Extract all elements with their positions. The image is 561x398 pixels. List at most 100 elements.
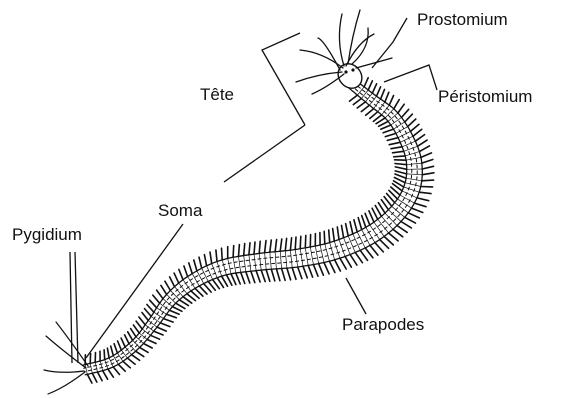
parapodium [394, 156, 406, 157]
label-parapodes: Parapodes [342, 316, 424, 333]
segment-ring [348, 236, 355, 253]
parapodium [145, 309, 152, 317]
parapodium [401, 222, 411, 228]
parapodium [251, 271, 255, 282]
parapodium [246, 272, 250, 283]
parapodium [179, 269, 183, 279]
parapodium [114, 344, 117, 353]
parapodium [381, 125, 391, 129]
parapodium [280, 239, 282, 251]
segment-ring [374, 99, 381, 109]
parapodium [365, 213, 370, 225]
polychaete-worm-illustration [44, 10, 434, 394]
parapodium [411, 124, 420, 131]
label-pygidium: Pygidium [12, 226, 82, 243]
segment-ring [300, 249, 303, 267]
parapodium [276, 269, 280, 281]
parapodium [170, 277, 175, 287]
parapodium [379, 121, 389, 126]
parapodium [92, 373, 97, 382]
head-tentacle [318, 38, 340, 70]
parapodium [153, 295, 160, 303]
parapodium [418, 140, 428, 146]
eye-spot [344, 70, 347, 73]
parapodium [408, 213, 419, 218]
parapodium [222, 248, 223, 260]
parapodium [113, 367, 119, 375]
parapodium [357, 102, 365, 108]
segment-ring [179, 283, 187, 294]
segment-ring [290, 250, 292, 267]
parapodium [194, 260, 197, 271]
parapodium [151, 335, 160, 339]
parapodium [313, 265, 318, 277]
parapodium [118, 364, 125, 371]
parapodium [342, 225, 344, 237]
parapodium [375, 243, 383, 252]
head-tentacle [339, 14, 344, 66]
parapodium [144, 344, 153, 349]
anal-cirrus [46, 336, 86, 368]
segment-ring [275, 252, 276, 269]
parapodium [174, 273, 179, 283]
parapodium [140, 347, 149, 352]
segment-ring [400, 136, 413, 142]
parapodium [398, 104, 404, 113]
parapodium [329, 261, 335, 272]
parapodium [128, 332, 133, 341]
parapodium [389, 233, 399, 241]
parapodium [362, 216, 366, 228]
parapodium [366, 109, 374, 116]
segment-ring [254, 254, 256, 271]
segment-ring [95, 362, 97, 372]
label-peristomium: Péristomium [438, 88, 532, 105]
parapodium [210, 252, 212, 264]
parapodium [369, 211, 374, 222]
segment-ring [244, 256, 246, 272]
parapodium [397, 226, 407, 233]
segment-ring [105, 360, 108, 369]
parapodium [350, 255, 357, 266]
segment-ring [222, 260, 226, 275]
pygidium-leader-2 [75, 252, 78, 363]
parapodium [395, 164, 407, 165]
segment-ring [406, 178, 422, 181]
parapodium [393, 229, 403, 237]
segment-ring [407, 174, 423, 175]
parapodium [333, 229, 335, 242]
parapodium [385, 92, 389, 102]
parapodium [266, 270, 270, 282]
parapodium [349, 95, 357, 101]
segment-ring [330, 243, 335, 260]
parapodium [415, 135, 424, 142]
parapodium [405, 217, 416, 223]
segment-ring [315, 246, 318, 264]
parapodium [381, 89, 385, 99]
parapodium [136, 351, 144, 356]
parapodium [389, 142, 400, 144]
segment-ring [265, 253, 267, 270]
parapodium [108, 369, 114, 377]
parapodium [98, 372, 103, 381]
label-prostomium: Prostomium [417, 11, 508, 28]
parapodium [189, 263, 192, 274]
parapodium [419, 192, 431, 193]
segment-ring [285, 251, 287, 268]
parapodium [298, 267, 302, 279]
segment-ring [239, 256, 241, 272]
parapodium [118, 341, 122, 350]
head-tentacle [352, 28, 368, 64]
parapodium [345, 256, 351, 267]
head-tentacle [300, 50, 343, 68]
parapodium [226, 275, 232, 285]
parapodium [389, 96, 393, 106]
parapodium [184, 266, 188, 277]
parapodium [387, 138, 398, 141]
parapodium [305, 235, 306, 247]
parapodium [368, 81, 372, 90]
parapodium [167, 314, 177, 318]
segment-ring [404, 187, 419, 192]
parapodium [417, 198, 429, 201]
segment-ring [370, 225, 380, 240]
parapodium [335, 260, 341, 271]
